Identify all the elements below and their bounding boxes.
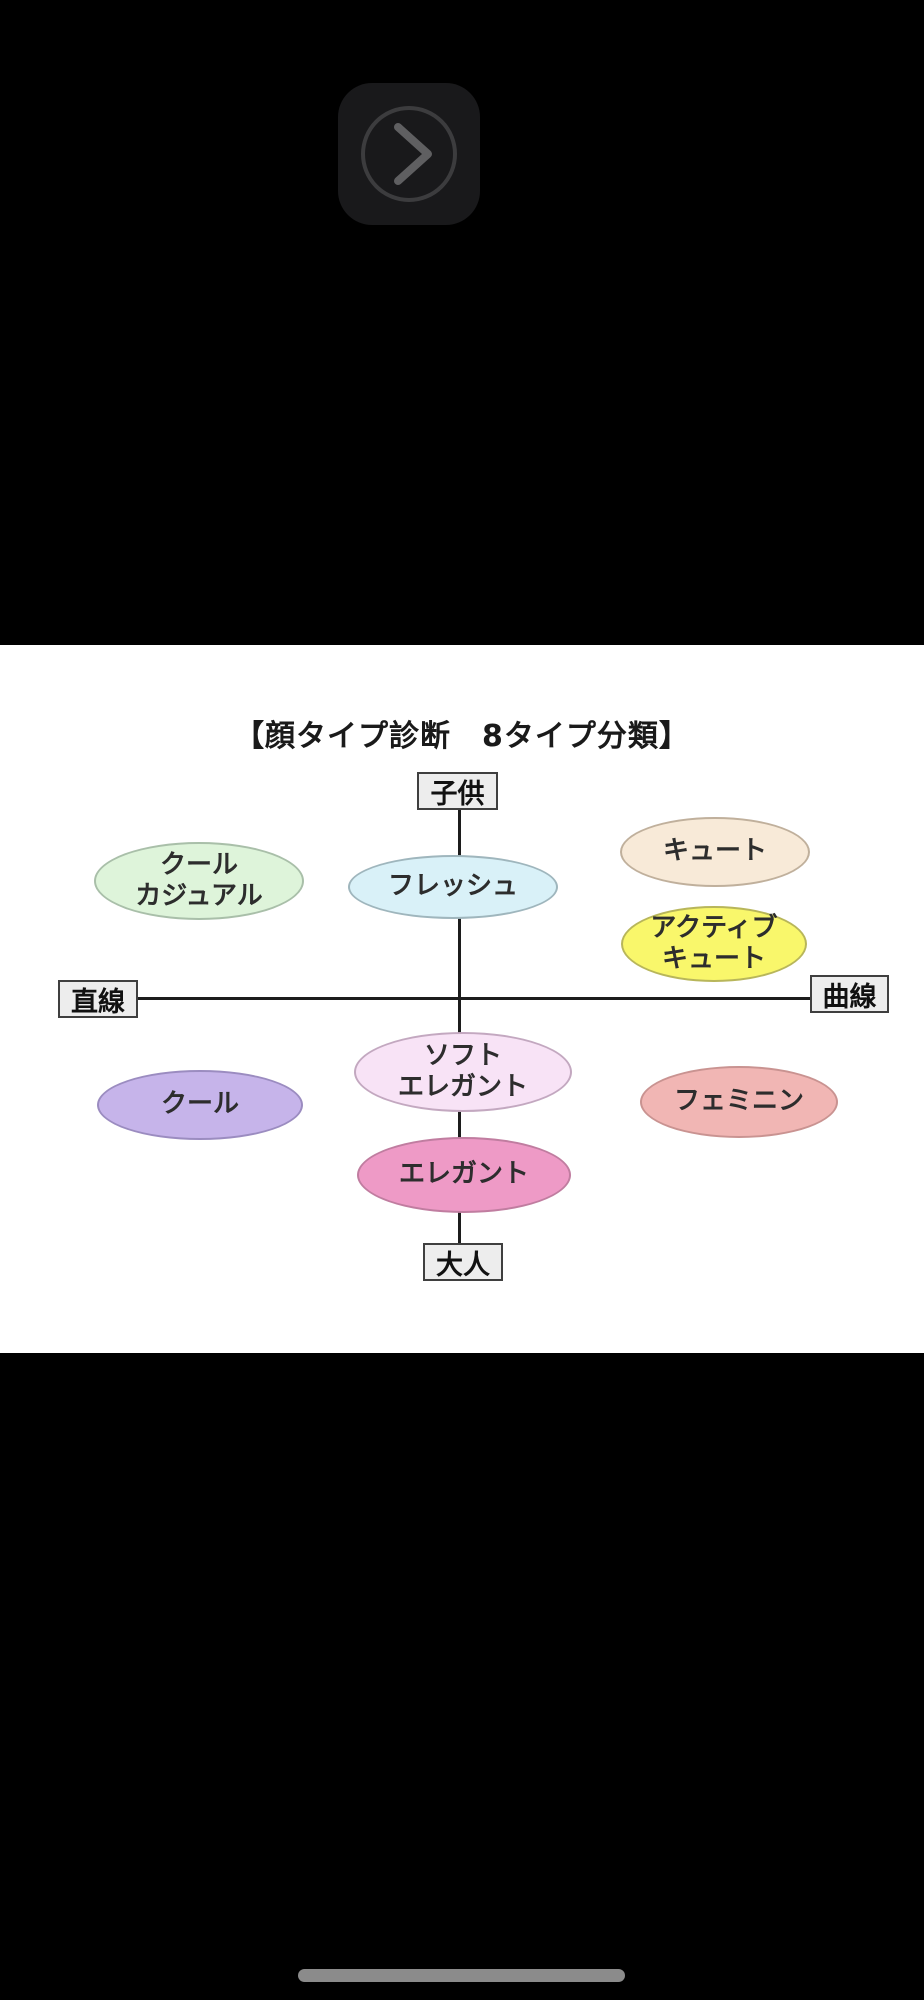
type-ellipse-elegant: エレガント xyxy=(357,1137,571,1213)
type-label-line: キュート xyxy=(661,944,766,974)
type-ellipse-cool: クール xyxy=(97,1070,303,1140)
type-ellipse-cool-casual: クール カジュアル xyxy=(94,842,304,920)
type-label-line: カジュアル xyxy=(135,881,263,911)
type-ellipse-cute: キュート xyxy=(620,817,810,887)
type-label-line: フレッシュ xyxy=(387,871,518,902)
type-ellipse-fresh: フレッシュ xyxy=(348,855,558,919)
type-label-line: アクティブ xyxy=(650,912,778,943)
type-ellipse-active-cute: アクティブ キュート xyxy=(621,906,807,982)
type-label-line: エレガント xyxy=(398,1159,529,1190)
chevron-right-icon xyxy=(361,106,457,202)
type-label-line: クール xyxy=(160,1089,239,1120)
type-label-line: エレガント xyxy=(397,1072,528,1102)
diagram-title: 【顔タイプ診断 8タイプ分類】 xyxy=(234,719,690,754)
face-type-diagram: 【顔タイプ診断 8タイプ分類】 子供 大人 直線 曲線 クール カジュアル フレ… xyxy=(0,645,924,1353)
type-label-line: キュート xyxy=(662,836,767,867)
type-label-line: クール xyxy=(159,849,238,880)
axis-label-straight-line: 直線 xyxy=(58,980,138,1018)
type-label-line: ソフト xyxy=(423,1040,502,1071)
type-ellipse-feminine: フェミニン xyxy=(640,1066,838,1138)
play-button[interactable] xyxy=(338,83,480,225)
axis-label-adult: 大人 xyxy=(423,1243,503,1281)
type-label-line: フェミニン xyxy=(673,1086,804,1117)
axis-label-child: 子供 xyxy=(417,772,498,810)
axis-label-curved-line: 曲線 xyxy=(810,975,889,1013)
vertical-axis-line xyxy=(458,810,461,1243)
type-ellipse-soft-elegant: ソフト エレガント xyxy=(354,1032,572,1112)
home-indicator[interactable] xyxy=(298,1969,625,1982)
horizontal-axis-line xyxy=(137,997,810,1000)
